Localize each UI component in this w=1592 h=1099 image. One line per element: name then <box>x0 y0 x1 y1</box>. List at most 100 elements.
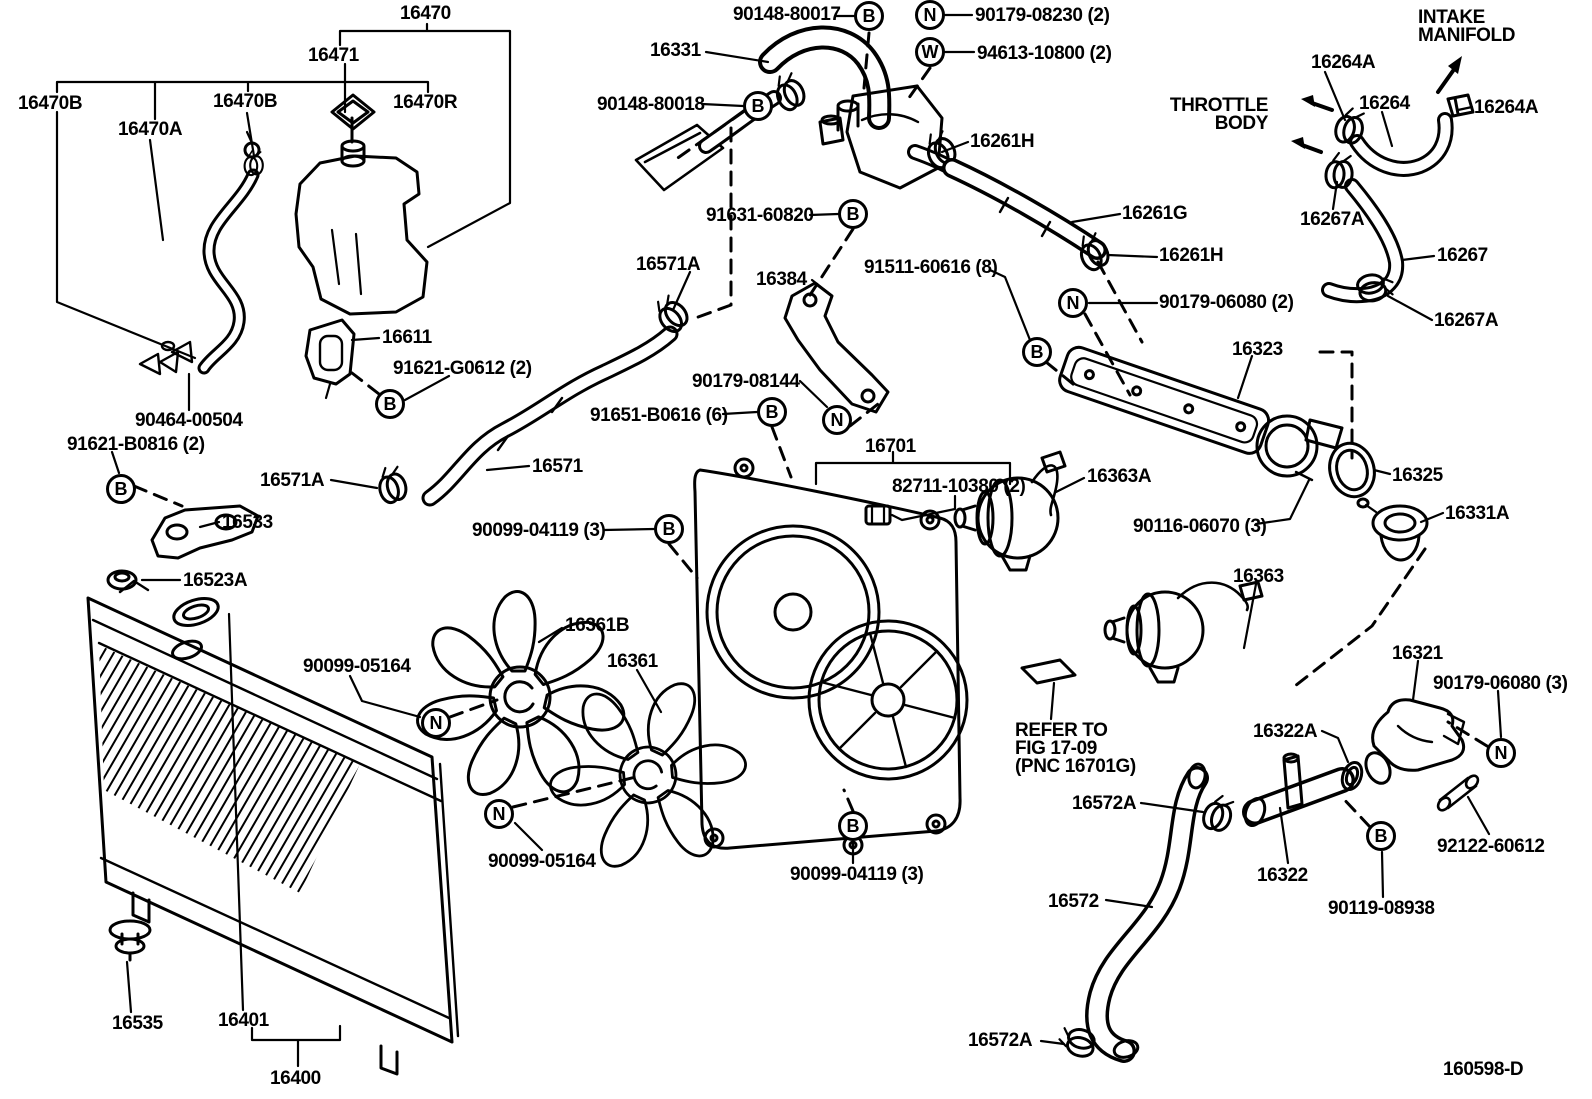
water-outlet-housing-16323 <box>1058 345 1344 482</box>
part-label: 16572A <box>1072 793 1137 814</box>
part-label: 16470B <box>213 91 278 112</box>
part-label: 16325 <box>1392 465 1443 486</box>
fan-16361 <box>547 674 749 876</box>
part-label: 16471 <box>308 45 359 66</box>
part-label: 16264A <box>1474 97 1539 118</box>
fastener-marker-W: W <box>915 37 945 67</box>
part-label: 16322A <box>1253 721 1318 742</box>
fastener-marker-B: B <box>106 474 136 504</box>
fastener-marker-N: N <box>421 708 451 738</box>
part-label: 16384 <box>756 269 807 290</box>
part-label: 91631-60820 <box>706 205 814 226</box>
part-label: 90179-06080 (2) <box>1159 292 1294 313</box>
fastener-marker-B: B <box>854 1 884 31</box>
part-label: 90148-80018 <box>597 94 705 115</box>
part-label: 16571A <box>636 254 701 275</box>
part-label: 16323 <box>1232 339 1283 360</box>
part-label: 16363 <box>1233 566 1284 587</box>
refer-tag <box>1020 658 1077 685</box>
part-label: 16363A <box>1087 466 1152 487</box>
part-label: 16321 <box>1392 643 1443 664</box>
fastener-marker-B: B <box>1022 337 1052 367</box>
region-label-intake-manifold: INTAKE MANIFOLD <box>1418 7 1516 46</box>
part-label: 90179-08230 (2) <box>975 5 1110 26</box>
part-label: 16470 <box>400 3 451 24</box>
part-label: 16267 <box>1437 245 1488 266</box>
fastener-marker-B: B <box>838 199 868 229</box>
figure-code: 160598-D <box>1443 1059 1524 1080</box>
reservoir-tank-16470 <box>243 93 429 316</box>
thermostat-16331A <box>1356 497 1429 562</box>
leader-lines <box>55 13 1503 1068</box>
part-label: 91651-B0616 (6) <box>590 405 728 426</box>
fan-motor-16363 <box>1103 580 1264 684</box>
part-label: 16261H <box>1159 245 1224 266</box>
fastener-marker-B: B <box>743 91 773 121</box>
part-label: 16611 <box>382 327 432 348</box>
part-label: 90148-80017 <box>733 4 841 25</box>
fastener-marker-N: N <box>1058 288 1088 318</box>
drain-plug-16535 <box>108 919 152 962</box>
part-label: 16470R <box>393 92 458 113</box>
part-label: 16264A <box>1311 52 1376 73</box>
part-label: 82711-10380 (2) <box>892 476 1026 497</box>
bracket-16533 <box>150 504 260 560</box>
part-label: 16572A <box>968 1030 1033 1051</box>
dashed-connectors <box>132 31 1489 829</box>
part-label: 90099-05164 <box>303 656 411 677</box>
part-label: 16701 <box>865 436 916 457</box>
water-outlet-16321 <box>1364 698 1466 785</box>
fastener-marker-B: B <box>375 389 405 419</box>
stud-92122-60612 <box>1436 774 1480 812</box>
fastener-marker-N: N <box>915 0 945 30</box>
part-label: 16523A <box>183 570 248 591</box>
part-label: 90119-08938 <box>1328 898 1435 919</box>
fastener-marker-N: N <box>484 799 514 829</box>
part-label: 16267A <box>1300 209 1365 230</box>
part-label: 90099-05164 <box>488 851 596 872</box>
part-label: 16571 <box>532 456 583 477</box>
part-label: 90099-04119 (3) <box>790 864 924 885</box>
direction-arrows <box>1291 56 1462 154</box>
part-label: 91621-G0612 (2) <box>393 358 532 379</box>
radiator-16400 <box>86 579 460 1076</box>
reference-note: REFER TO FIG 17-09 (PNC 16701G) <box>1015 720 1136 777</box>
clamp-16611 <box>304 318 356 400</box>
fan-16361B <box>412 589 631 805</box>
part-label: 16535 <box>112 1013 163 1034</box>
part-label: 90464-00504 <box>135 410 243 431</box>
part-label: 16331A <box>1445 503 1510 524</box>
part-label: 16264 <box>1359 93 1410 114</box>
part-label: 16571A <box>260 470 325 491</box>
part-label: 90099-04119 (3) <box>472 520 606 541</box>
part-label: 90179-08144 <box>692 371 800 392</box>
part-label: 16533 <box>222 512 273 533</box>
part-label: 90116-06070 (3) <box>1133 516 1267 537</box>
part-label: 16470A <box>118 119 183 140</box>
part-label: 16331 <box>650 40 701 61</box>
part-label: 16261H <box>970 131 1035 152</box>
nut-16523A <box>106 569 138 591</box>
fastener-marker-N: N <box>1486 738 1516 768</box>
part-label: 16470B <box>18 93 83 114</box>
part-label: 16261G <box>1122 203 1188 224</box>
part-label: 16267A <box>1434 310 1499 331</box>
fastener-marker-B: B <box>838 811 868 841</box>
fan-motor-16363A <box>953 450 1067 572</box>
part-label: 94613-10800 (2) <box>977 43 1112 64</box>
clips-90464-00504 <box>138 340 194 376</box>
part-label: 91621-B0816 (2) <box>67 434 205 455</box>
part-label: 92122-60612 <box>1437 836 1545 857</box>
part-label: 90179-06080 (3) <box>1433 673 1568 694</box>
part-label: 16322 <box>1257 865 1308 886</box>
part-label: 16572 <box>1048 891 1099 912</box>
region-label-throttle-body: THROTTLE BODY <box>1169 95 1269 134</box>
fastener-marker-N: N <box>822 405 852 435</box>
fastener-marker-B: B <box>757 397 787 427</box>
part-label: 16401 <box>218 1010 269 1031</box>
fastener-marker-B: B <box>1366 821 1396 851</box>
fastener-marker-B: B <box>654 514 684 544</box>
water-bypass-pipe-16322 <box>1242 752 1364 828</box>
